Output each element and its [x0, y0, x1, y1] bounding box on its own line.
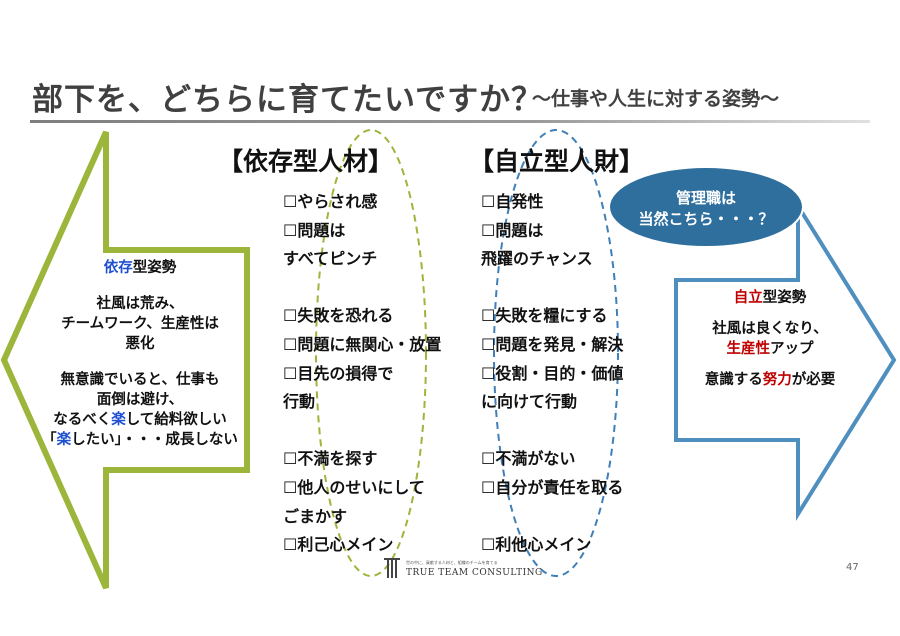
independent-list: ☐自発性 ☐問題は 飛躍のチャンス ☐失敗を糧にする ☐問題を発見・解決 ☐役割…: [481, 188, 681, 560]
text-line: 悪化: [125, 336, 155, 352]
list-item: ☐問題に無関心・放置: [283, 334, 442, 354]
list-item: ☐利己心メイン: [283, 535, 394, 555]
text-span: して給料欲しい: [125, 412, 227, 428]
highlight-text: 自立: [733, 290, 763, 306]
list-item: ☐問題は: [283, 220, 346, 240]
list-item: ☐他人のせいにして: [283, 477, 425, 497]
highlight-text: 楽: [56, 432, 72, 448]
list-item: ☐利他心メイン: [481, 535, 592, 555]
bubble-line: 管理職は: [675, 189, 736, 207]
list-spacer: [481, 503, 681, 532]
heading-rest: 型姿勢: [762, 290, 807, 306]
text-line: チームワーク、生産性は: [61, 316, 219, 332]
list-spacer: [481, 417, 681, 446]
independent-ellipse: [493, 129, 619, 577]
highlight-text: 努力: [762, 372, 792, 388]
list-item: 飛躍のチャンス: [481, 249, 593, 269]
dependent-list: ☐やらされ感 ☐問題は すべてピンチ ☐失敗を恐れる ☐問題に無関心・放置 ☐目…: [283, 188, 483, 560]
list-item: ☐失敗を糧にする: [481, 306, 608, 326]
text-span: 意識する: [704, 372, 763, 388]
list-item: ごまかす: [283, 506, 348, 526]
list-item: に向けて行動: [481, 392, 578, 412]
independent-header: 【自立型人財】: [469, 147, 645, 176]
slide-subtitle: ～仕事や人生に対する姿勢～: [532, 88, 780, 110]
list-item: ☐自分が責任を取る: [481, 477, 624, 497]
highlight-text: 依存: [103, 260, 133, 276]
text-span: したい」・・・成長しない: [71, 432, 238, 448]
manager-bubble-text: 管理職は 当然こちら・・・？: [608, 188, 804, 230]
left-arrow-shape: [0, 130, 250, 590]
dependent-ellipse: [315, 129, 427, 577]
text-line: 意識する努力が必要: [672, 370, 868, 390]
dependent-stance-text: 依存型姿勢 社風は荒み、 チームワーク、生産性は 悪化 無意識でいると、仕事も …: [30, 258, 250, 450]
highlight-text: 生産性: [726, 341, 771, 357]
list-item: ☐不満を探す: [283, 449, 378, 469]
independent-stance-text: 自立型姿勢 社風は良くなり、 生産性アップ 意識する努力が必要: [672, 288, 868, 390]
list-item: ☐役割・目的・価値: [481, 363, 624, 383]
text-line: 面倒は避け、: [96, 392, 184, 408]
list-spacer: [283, 417, 483, 446]
list-item: ☐自発性: [481, 192, 544, 211]
text-line: 生産性アップ: [672, 339, 868, 359]
text-span: が必要: [791, 372, 836, 388]
list-spacer: [481, 274, 681, 303]
text-line: 「楽したい」・・・成長しない: [30, 430, 250, 450]
right-arrow-shape: [674, 199, 897, 521]
text-span: 「: [42, 432, 57, 448]
dependent-stance-heading: 依存型姿勢: [30, 258, 250, 278]
page-number: 47: [846, 562, 859, 573]
text-line: なるべく楽して給料欲しい: [30, 410, 250, 430]
text-line: 社風は良くなり、: [712, 321, 828, 337]
text-line: 社風は荒み、: [96, 296, 184, 312]
highlight-text: 楽: [111, 412, 126, 428]
list-item: ☐やらされ感: [283, 192, 378, 211]
list-item: ☐失敗を恐れる: [283, 306, 394, 326]
text-span: アップ: [770, 341, 814, 357]
independent-stance-heading: 自立型姿勢: [672, 288, 868, 308]
list-item: 行動: [283, 392, 316, 412]
list-item: ☐問題を発見・解決: [481, 334, 624, 354]
list-item: ☐問題は: [481, 220, 544, 240]
text-line: 無意識でいると、仕事も: [60, 372, 220, 388]
manager-bubble: [608, 166, 804, 248]
list-item: ☐目先の損得で: [283, 363, 394, 383]
company-logo-text: TRUE TEAM CONSULTING: [406, 568, 543, 578]
list-item: すべてピンチ: [283, 249, 378, 269]
logo-mark-icon: [384, 558, 400, 578]
slide-title: 部下を、どちらに育てたいですか？: [32, 82, 544, 118]
dependent-header: 【依存型人材】: [218, 147, 394, 176]
heading-rest: 型姿勢: [132, 260, 177, 276]
list-item: ☐不満がない: [481, 449, 576, 469]
title-underline: [30, 120, 870, 123]
bubble-line: 当然こちら・・・？: [638, 210, 774, 228]
logo-tagline: 世の中に、貢献する人材と、組織のチームを育てる: [406, 560, 498, 565]
text-span: なるべく: [53, 412, 112, 428]
list-spacer: [283, 274, 483, 303]
